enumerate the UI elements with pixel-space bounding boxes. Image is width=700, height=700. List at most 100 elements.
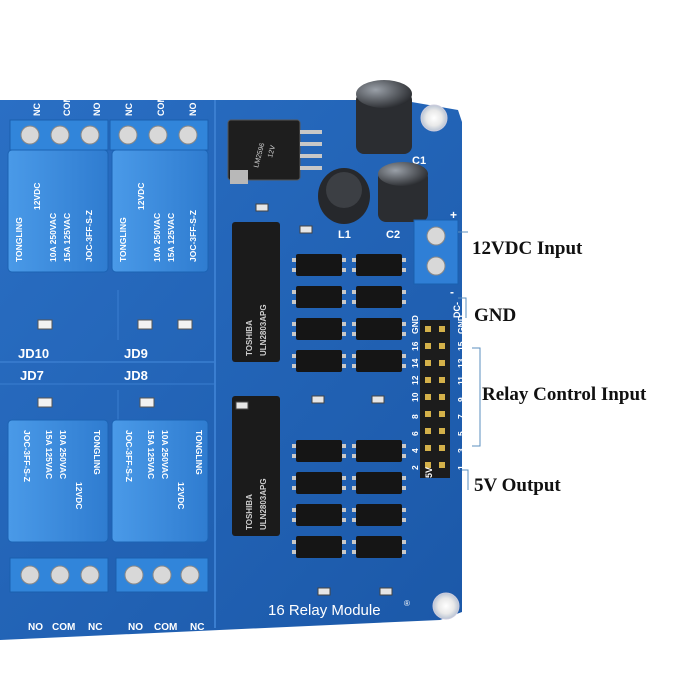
header-label: 1 [456, 465, 466, 470]
header-pin [439, 343, 445, 349]
callout-5v-output: 5V Output [474, 475, 561, 496]
header-pin [425, 343, 431, 349]
voltage-regulator: LM2596 12V [227, 119, 322, 184]
header-label: 16 [410, 341, 420, 351]
header-label: 4 [410, 448, 420, 453]
relay-voltage: 12VDC [176, 482, 186, 509]
terminal-label: NO [188, 103, 198, 117]
terminal-label: NC [88, 622, 102, 633]
header-label: 5 [456, 431, 466, 436]
header-pin [425, 394, 431, 400]
header-pin [425, 377, 431, 383]
header-pin [425, 428, 431, 434]
optocoupler [292, 440, 346, 462]
terminal-label: COM [156, 95, 166, 116]
relay-rating: 10A 250VAC [48, 213, 58, 262]
relay-voltage: 12VDC [74, 482, 84, 509]
optocoupler [292, 254, 346, 276]
driver-ic-top: TOSHIBA ULN2803APG [232, 222, 280, 362]
optocoupler [352, 318, 406, 340]
header-side-dc-minus: DC- [452, 302, 462, 318]
relay-rating: 15A 125VAC [166, 213, 176, 262]
smd-resistor [311, 395, 325, 404]
relay-model: JOC-3FF-S-Z [22, 430, 32, 482]
header-pin [439, 326, 445, 332]
relay-brand: TONGLING [194, 430, 204, 475]
relay-label-jd8: JD8 [124, 368, 148, 383]
header-label: 6 [410, 431, 420, 436]
polarity-minus: - [450, 285, 454, 299]
header-label: 13 [456, 358, 466, 368]
polarity-plus: + [450, 208, 457, 222]
optocoupler [292, 536, 346, 558]
terminal-label: COM [62, 95, 72, 116]
relay-bottom-left: TONGLING 12VDC 10A 250VAC 15A 125VAC JOC… [7, 419, 109, 543]
relay-brand: TONGLING [118, 217, 128, 262]
header-pin [439, 394, 445, 400]
screw-terminal-top-left [9, 119, 109, 151]
component-label-c2: C2 [386, 229, 400, 241]
relay-top-left: TONGLING 12VDC 10A 250VAC 15A 125VAC JOC… [7, 149, 109, 273]
regulator-marking: 12V [267, 144, 277, 158]
mounting-hole-bottom [432, 592, 460, 620]
header-label: 9 [456, 397, 466, 402]
relay-rating: 15A 125VAC [62, 213, 72, 262]
relay-rating: 10A 250VAC [58, 430, 68, 479]
relay-model: JOC-3FF-S-Z [124, 430, 134, 482]
header-label: 14 [410, 358, 420, 368]
status-leds [37, 319, 193, 408]
relay-label-jd9: JD9 [124, 346, 148, 361]
top-terminal-labels: NC COM NO NC COM NO [32, 95, 198, 116]
header-side-5v: 5V [424, 467, 434, 478]
header-label: 11 [456, 376, 466, 385]
ic-maker: TOSHIBA [245, 320, 254, 356]
screw-terminal-bottom-left [9, 557, 109, 593]
header-pin [425, 445, 431, 451]
screw-terminal-top-right [109, 119, 209, 151]
relay-label-jd10: JD10 [18, 346, 49, 361]
terminal-label: COM [52, 622, 75, 633]
relay-top-right: TONGLING 12VDC 10A 250VAC 15A 125VAC JOC… [111, 149, 209, 273]
smd-resistor [371, 395, 385, 404]
component-label-l1: L1 [338, 229, 351, 241]
relay-brand: TONGLING [14, 217, 24, 262]
optocoupler [352, 286, 406, 308]
capacitor-c1: C1 [356, 80, 426, 167]
ic-part: ULN2803APG [259, 478, 268, 530]
optocoupler [352, 536, 406, 558]
terminal-label: COM [154, 622, 177, 633]
header-pin [439, 462, 445, 468]
optocoupler [292, 472, 346, 494]
relay-model: JOC-3FF-S-Z [188, 210, 198, 262]
terminal-label: NO [28, 622, 43, 633]
optocoupler [292, 504, 346, 526]
header-label: 3 [456, 448, 466, 453]
registered-mark: ® [404, 599, 410, 608]
relay-brand: TONGLING [92, 430, 102, 475]
header-pin [439, 360, 445, 366]
optocoupler-array [292, 254, 406, 558]
header-pin [439, 377, 445, 383]
terminal-label: NO [92, 103, 102, 117]
terminal-label: NC [32, 103, 42, 116]
header-pin [439, 428, 445, 434]
driver-ic-bottom: TOSHIBA ULN2803APG [232, 396, 280, 536]
callout-lines [458, 231, 481, 490]
relay-model: JOC-3FF-S-Z [84, 210, 94, 262]
optocoupler [352, 350, 406, 372]
relay-voltage: 12VDC [32, 183, 42, 210]
header-pin [439, 445, 445, 451]
header-label: 12 [410, 375, 420, 385]
mounting-hole-top [420, 104, 448, 132]
optocoupler [352, 472, 406, 494]
optocoupler [292, 350, 346, 372]
callout-relay-control-input: Relay Control Input [482, 384, 647, 405]
terminal-label: NC [190, 622, 204, 633]
optocoupler [352, 504, 406, 526]
optocoupler [352, 440, 406, 462]
relay-rating: 10A 250VAC [160, 430, 170, 479]
header-label: 10 [410, 392, 420, 402]
ic-part: ULN2803APG [259, 304, 268, 356]
callout-12vdc-input: 12VDC Input [472, 238, 583, 259]
